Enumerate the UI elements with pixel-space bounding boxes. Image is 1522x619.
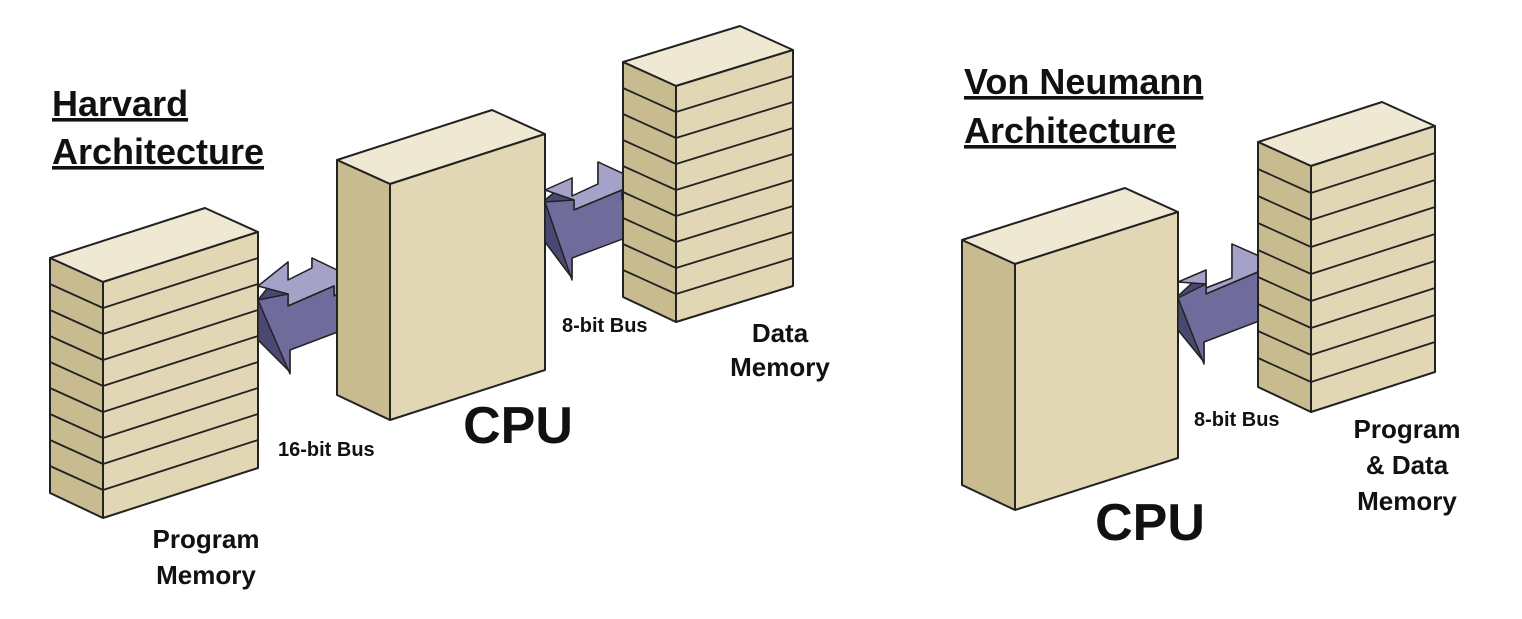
- von-neumann-title-line1: Von Neumann: [964, 61, 1203, 102]
- harvard-title-line1: Harvard: [52, 83, 188, 124]
- program-data-memory-block: [1257, 101, 1436, 413]
- program-data-memory-label-line2: & Data: [1366, 450, 1449, 480]
- von-neumann-cpu-label: CPU: [1095, 494, 1205, 552]
- data-memory-block: [622, 25, 794, 323]
- program-memory-block: [49, 207, 259, 519]
- data-memory-label-line2: Memory: [730, 352, 830, 382]
- von-neumann-diagram: Von Neumann Architecture: [961, 61, 1461, 552]
- harvard-title-line2: Architecture: [52, 131, 264, 172]
- program-memory-label-line2: Memory: [156, 560, 256, 590]
- program-data-memory-layers: [1257, 152, 1436, 383]
- program-data-memory-label-line1: Program: [1354, 414, 1461, 444]
- harvard-data-bus-label: 8-bit Bus: [562, 315, 648, 337]
- von-neumann-cpu-block: [961, 187, 1179, 511]
- von-neumann-bus-label: 8-bit Bus: [1194, 409, 1280, 431]
- harvard-program-bus-label: 16-bit Bus: [278, 439, 375, 461]
- harvard-diagram: Harvard Architecture: [49, 25, 830, 590]
- harvard-cpu-label: CPU: [463, 397, 573, 455]
- program-data-memory-label-line3: Memory: [1357, 486, 1457, 516]
- program-memory-layers: [49, 257, 259, 491]
- program-memory-label-line1: Program: [153, 524, 260, 554]
- data-memory-label-line1: Data: [752, 318, 809, 348]
- von-neumann-title-line2: Architecture: [964, 110, 1176, 151]
- data-memory-layers: [622, 75, 794, 295]
- harvard-cpu-block: [336, 109, 546, 421]
